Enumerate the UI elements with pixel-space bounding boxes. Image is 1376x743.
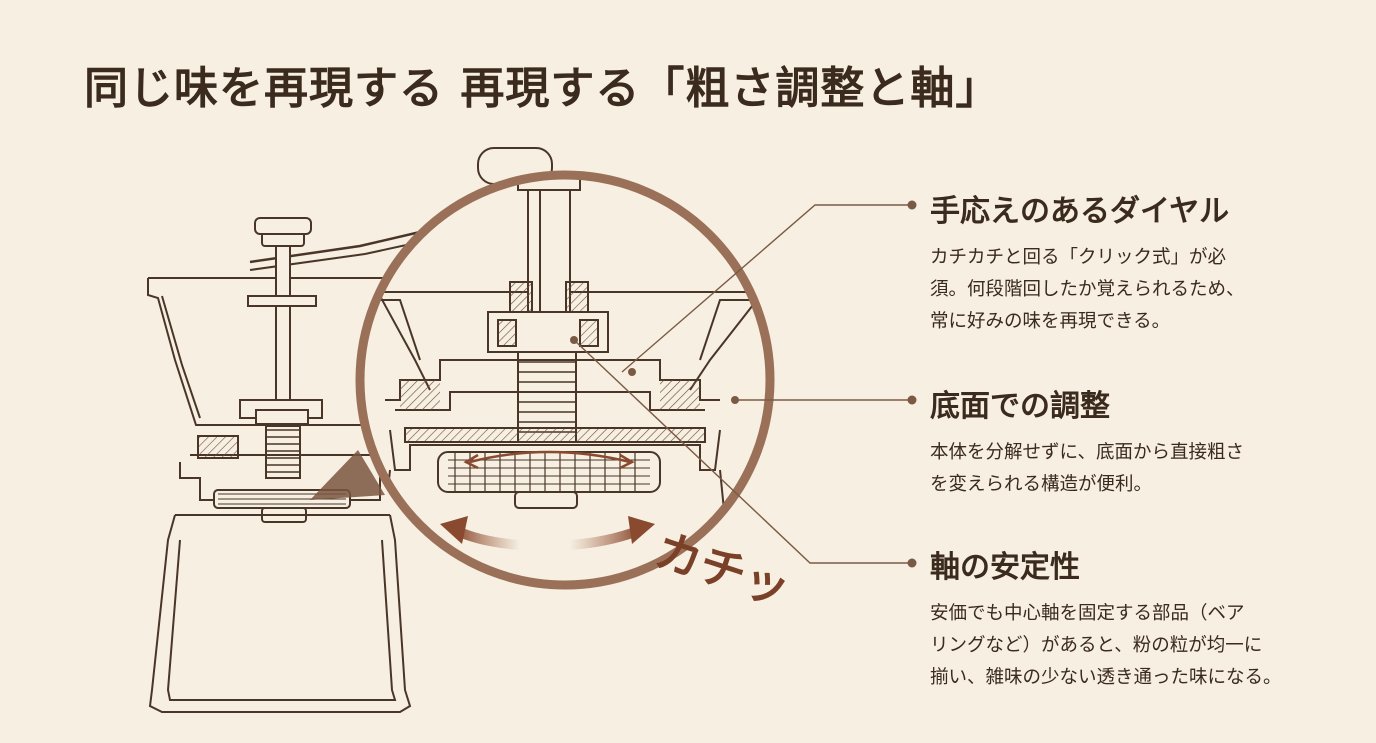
callout-dial: 手応えのあるダイヤル カチカチと回る「クリック式」が必 須。何段階回したか覚えら…	[930, 186, 1350, 338]
callout-body: 本体を分解せずに、底面から直接粗さ を変えられる構造が便利。	[930, 442, 1244, 495]
magnifier-ring	[355, 170, 775, 590]
click-sound-label: カチッ	[649, 523, 797, 617]
zoom-wedge	[310, 450, 385, 500]
leader-lines	[573, 204, 908, 564]
callout-heading: 軸の安定性	[930, 550, 1080, 585]
page-title: 同じ味を再現する 再現する「粗さ調整と軸」	[84, 63, 1001, 114]
rotation-arrows	[440, 516, 655, 550]
grinder-body	[147, 217, 421, 713]
callout-body: 安価でも中心軸を固定する部品（ベア リングなど）があると、粉の粒が均一に 揃い、…	[930, 603, 1282, 688]
callout-bottom-adjust: 底面での調整 本体を分解せずに、底面から直接粗さ を変えられる構造が便利。	[930, 381, 1350, 501]
callout-shaft-stability: 軸の安定性 安価でも中心軸を固定する部品（ベア リングなど）があると、粉の粒が均…	[930, 542, 1350, 694]
callout-heading: 手応えのあるダイヤル	[930, 194, 1230, 229]
callout-heading: 底面での調整	[930, 389, 1110, 424]
leader-dots	[570, 200, 917, 568]
magnified-mechanism	[360, 177, 770, 521]
callout-body: カチカチと回る「クリック式」が必 須。何段階回したか覚えられるため、 常に好みの…	[930, 247, 1245, 332]
